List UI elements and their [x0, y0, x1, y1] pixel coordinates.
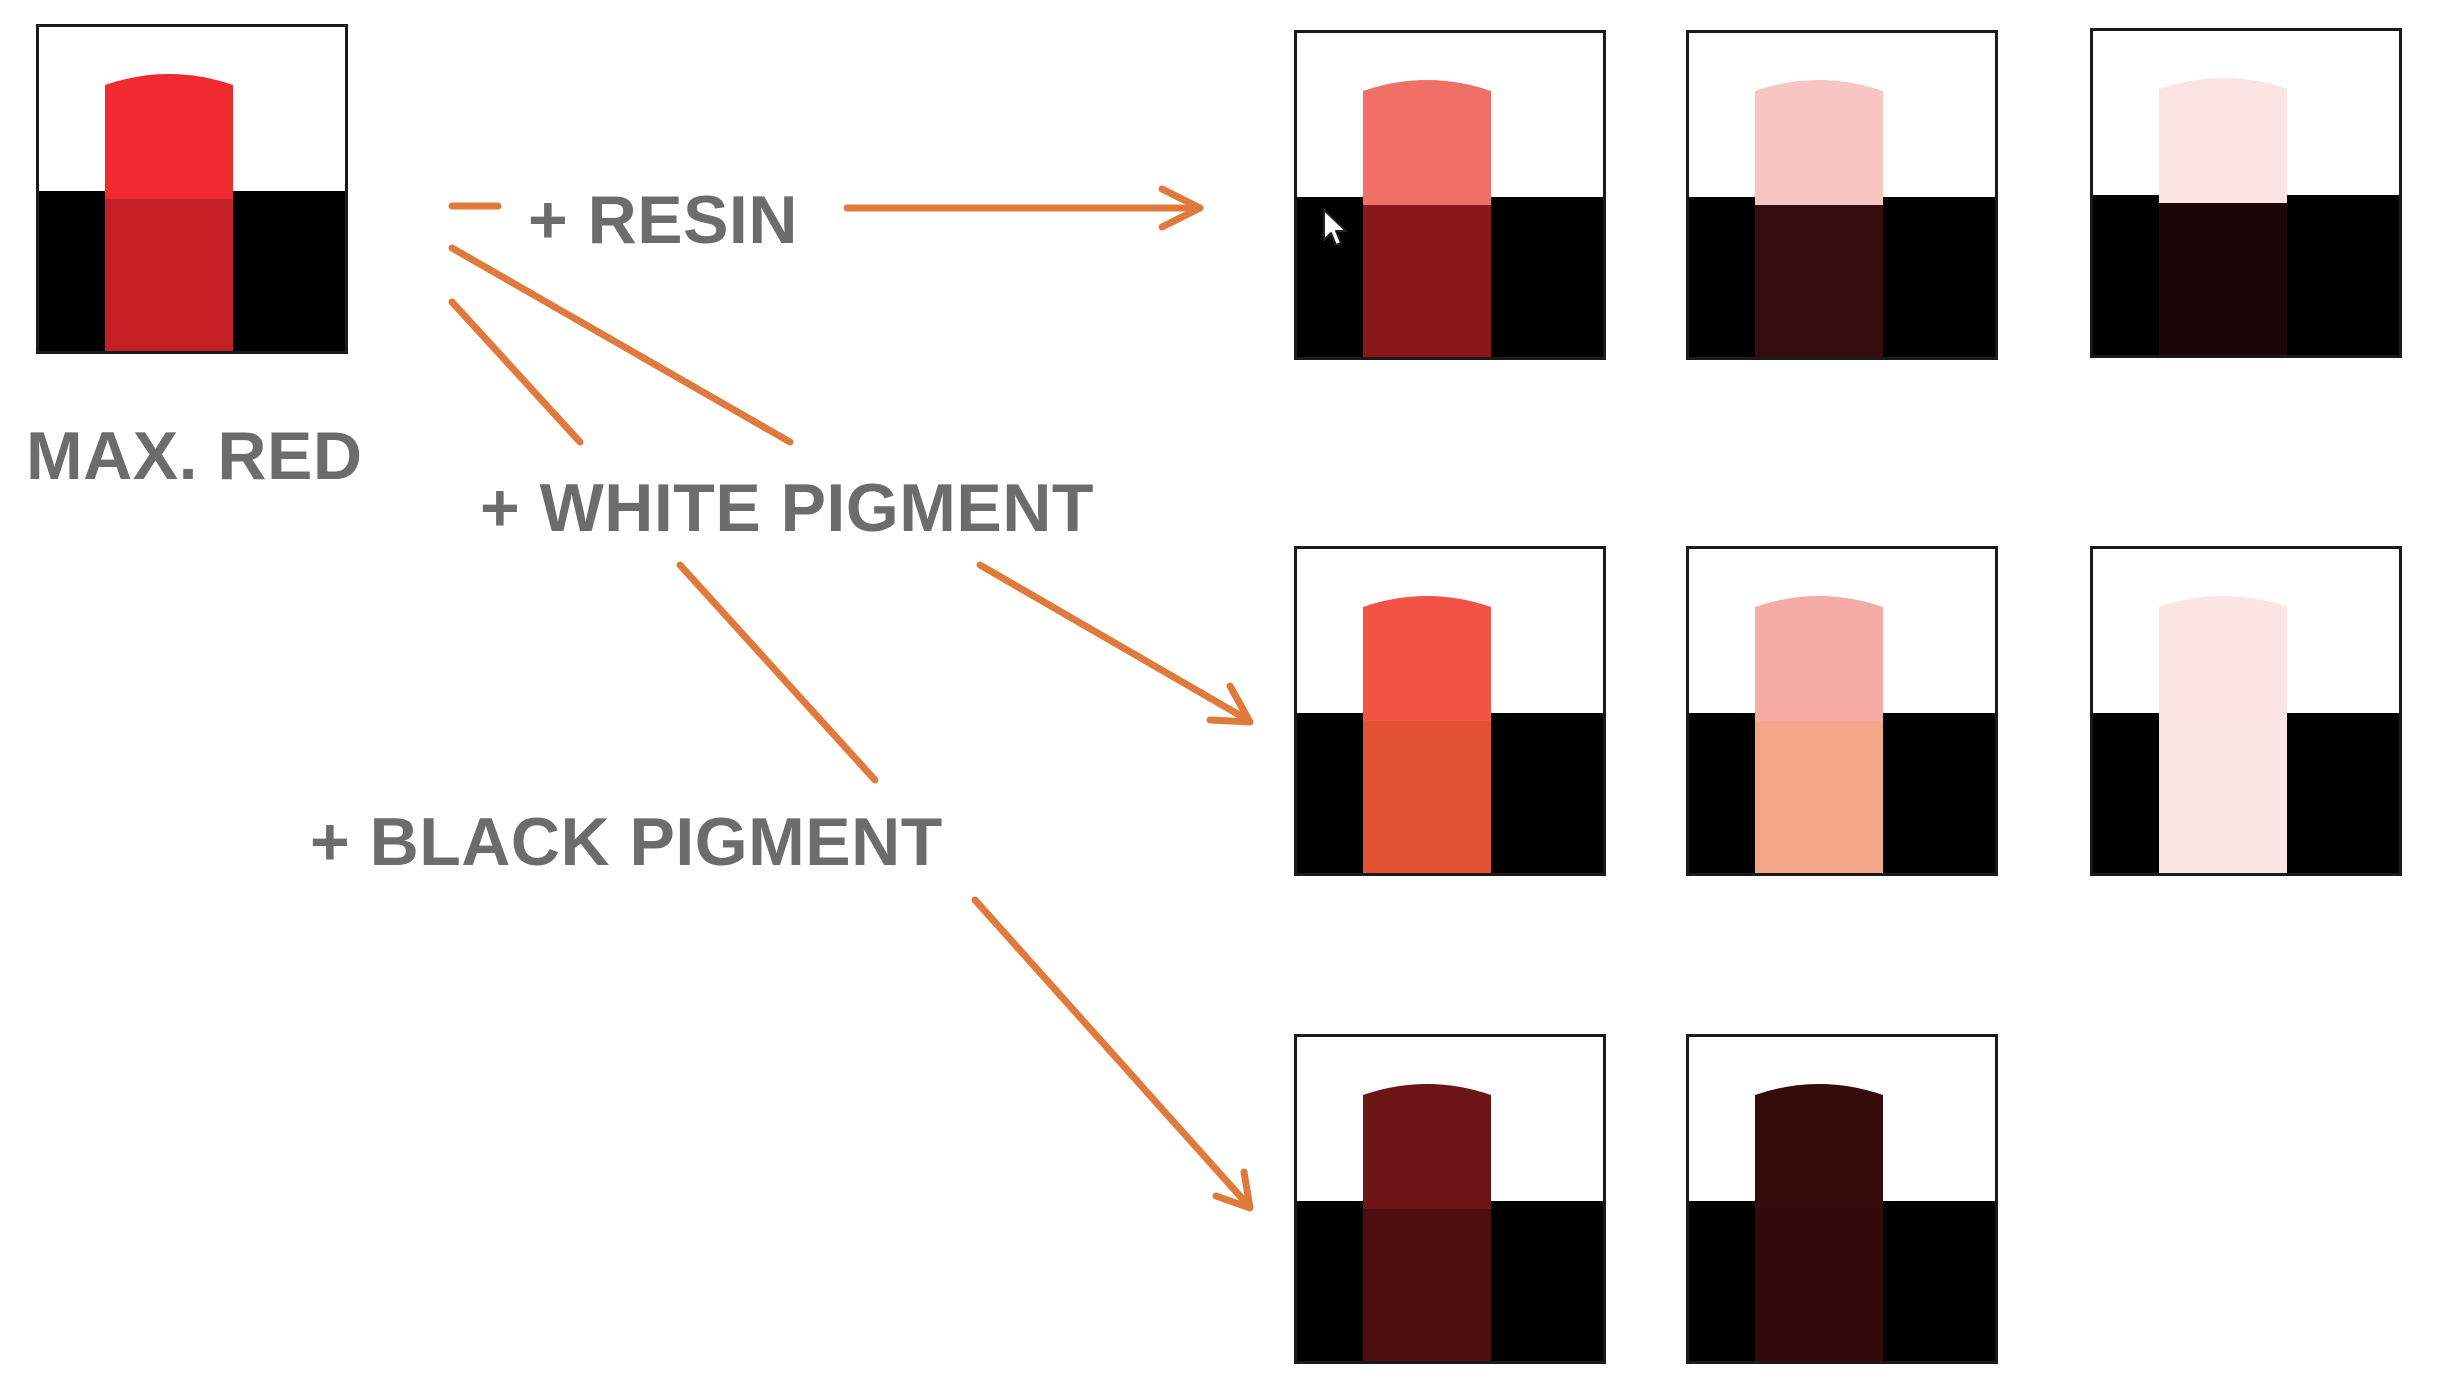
label-max-red: MAX. RED [26, 418, 363, 494]
pigment-block [1755, 596, 1883, 873]
swatch-resin-1 [1294, 30, 1606, 360]
label-resin: + RESIN [528, 182, 798, 258]
swatch-black-1 [1294, 1034, 1606, 1364]
pigment-block [1363, 596, 1491, 873]
swatch-max-red [36, 24, 348, 354]
swatch-black-2 [1686, 1034, 1998, 1364]
pigment-block [1363, 80, 1491, 357]
swatch-white-2 [1686, 546, 1998, 876]
swatch-resin-2 [1686, 30, 1998, 360]
label-white-pigment: + WHITE PIGMENT [480, 470, 1094, 546]
mouse-pointer-icon [1323, 209, 1347, 246]
pigment-block [1755, 80, 1883, 357]
black-arrow-upper [448, 298, 584, 446]
black-arrow-head [1212, 1168, 1254, 1212]
white-arrow-lower [976, 561, 1252, 724]
swatch-white-3 [2090, 546, 2402, 876]
swatch-white-1 [1294, 546, 1606, 876]
black-arrow-lower [971, 896, 1252, 1209]
pigment-block [1363, 1084, 1491, 1361]
white-arrow-head [1206, 682, 1254, 726]
label-black-pigment: + BLACK PIGMENT [310, 804, 943, 880]
pigment-block [105, 74, 233, 351]
pigment-block [2159, 78, 2287, 355]
pigment-block [1755, 1084, 1883, 1361]
resin-arrow-head [1158, 185, 1204, 231]
white-arrow-upper [448, 244, 794, 446]
pigment-block [2159, 596, 2287, 873]
black-arrow-middle [676, 561, 879, 784]
swatch-resin-3 [2090, 28, 2402, 358]
